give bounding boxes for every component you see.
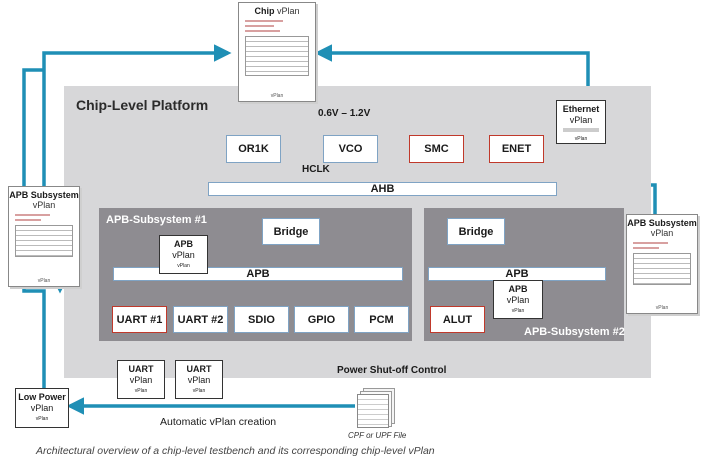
- subsystem1-title: APB-Subsystem #1: [106, 214, 207, 226]
- cpf-label: CPF or UPF File: [348, 431, 407, 440]
- sdio-block: SDIO: [234, 306, 289, 333]
- apb2-bus: APB: [428, 267, 606, 281]
- bridge1-block: Bridge: [262, 218, 320, 245]
- vplan-foot: vPlan: [574, 136, 588, 142]
- vco-block: VCO: [323, 135, 378, 163]
- ahb-bus: AHB: [208, 182, 557, 196]
- vplan-sub: vPlan: [172, 250, 195, 260]
- pcm-block: PCM: [354, 306, 409, 333]
- enet-block: ENET: [489, 135, 544, 163]
- uart-a-vplan[interactable]: UART vPlan vPlan: [117, 360, 165, 399]
- vplan-sub: vPlan: [129, 375, 153, 385]
- vplan-sub: vPlan: [506, 295, 530, 305]
- alut-block: ALUT: [430, 306, 485, 333]
- vplan-title: Low Power: [18, 392, 66, 402]
- vplan-foot: vPlan: [134, 388, 148, 394]
- vplan-foot: vPlan: [177, 263, 190, 269]
- chip-vplan-doc[interactable]: Chip vPlan vPlan: [238, 2, 316, 102]
- apb-sub2-vplan[interactable]: APB vPlan vPlan: [493, 280, 543, 319]
- gpio-block: GPIO: [294, 306, 349, 333]
- vplan-title: UART: [186, 364, 212, 374]
- bridge2-block: Bridge: [447, 218, 505, 245]
- low-power-vplan[interactable]: Low Power vPlan vPlan: [15, 388, 69, 428]
- doc-foot: vPlan: [270, 93, 284, 99]
- uart2-block: UART #2: [173, 306, 228, 333]
- ethernet-vplan[interactable]: Ethernet vPlan vPlan: [556, 100, 606, 144]
- doc-sub: vPlan: [32, 200, 56, 210]
- or1k-block: OR1K: [226, 135, 281, 163]
- smc-block: SMC: [409, 135, 464, 163]
- hclk-label: HCLK: [302, 164, 330, 175]
- uart-b-vplan[interactable]: UART vPlan vPlan: [175, 360, 223, 399]
- doc-sub: vPlan: [650, 228, 674, 238]
- platform-title: Chip-Level Platform: [76, 97, 209, 113]
- doc-title: Chip: [254, 6, 275, 16]
- uart1-block: UART #1: [112, 306, 167, 333]
- vplan-foot: vPlan: [192, 388, 206, 394]
- doc-title: APB Subsystem: [627, 218, 697, 228]
- doc-foot: vPlan: [655, 305, 669, 311]
- vplan-title: Ethernet: [562, 104, 600, 114]
- doc-sub: vPlan: [277, 6, 300, 16]
- subsystem2-title: APB-Subsystem #2: [524, 326, 625, 338]
- apb1-bus: APB: [113, 267, 403, 281]
- doc-foot: vPlan: [37, 278, 51, 284]
- vplan-sub: vPlan: [30, 403, 54, 413]
- vplan-title: APB: [173, 239, 193, 249]
- apb-left-to-chip-arrow: [42, 44, 232, 186]
- vplan-sub: vPlan: [569, 115, 593, 125]
- vplan-sub: vPlan: [187, 375, 211, 385]
- voltage-label: 0.6V – 1.2V: [318, 108, 371, 119]
- figure-caption: Architectural overview of a chip-level t…: [36, 445, 435, 457]
- cpf-file-icon: [357, 388, 397, 428]
- vplan-foot: vPlan: [35, 416, 49, 422]
- vplan-foot: vPlan: [511, 308, 525, 314]
- doc-title: APB Subsystem: [9, 190, 79, 200]
- auto-vplan-label: Automatic vPlan creation: [160, 416, 277, 428]
- vplan-title: UART: [128, 364, 154, 374]
- vplan-title: APB: [508, 284, 528, 294]
- power-shutoff-label: Power Shut-off Control: [337, 365, 447, 376]
- apb-sub1-vplan[interactable]: APB vPlan vPlan: [159, 235, 208, 274]
- lowpower-to-chip-arrow: [22, 68, 46, 388]
